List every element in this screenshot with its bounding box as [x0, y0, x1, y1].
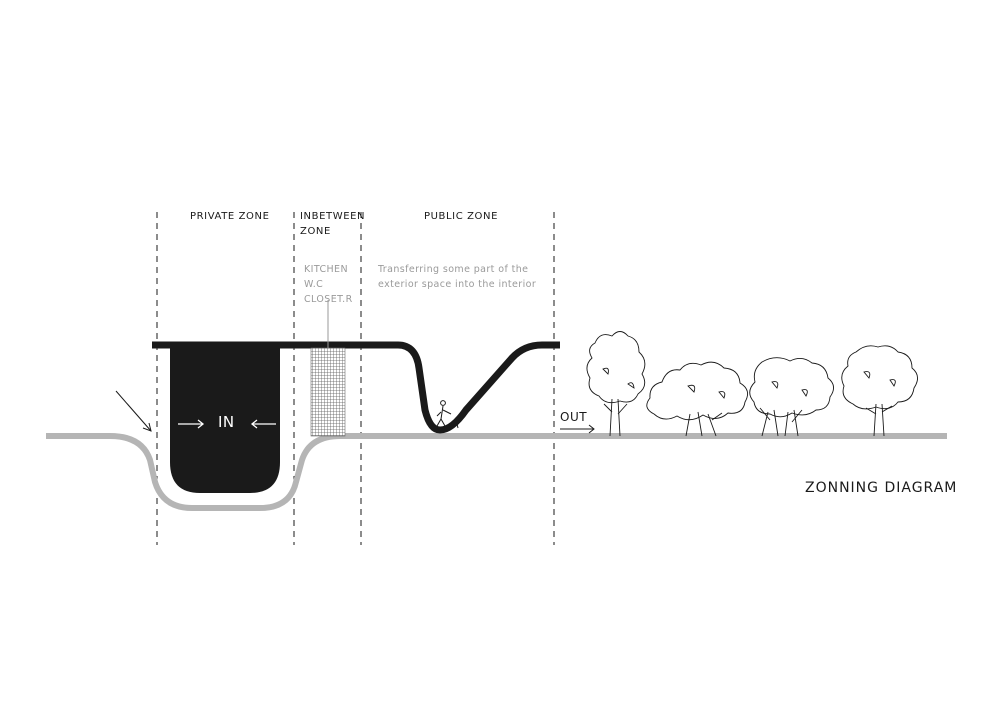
tree-icon-3	[749, 357, 834, 437]
private-mass	[170, 345, 280, 493]
roof-slab	[152, 341, 560, 434]
out-arrow	[560, 424, 595, 434]
public-note-line2: exterior space into the interior	[378, 279, 537, 290]
in-arrows	[178, 419, 276, 429]
private-zone-label: PRIVATE ZONE	[190, 211, 270, 222]
public-zone-label: PUBLIC ZONE	[424, 211, 499, 222]
dog-icon	[451, 420, 461, 429]
inbetween-zone-label-line1: INBETWEEN	[300, 211, 366, 222]
ground-line	[46, 433, 947, 511]
diagram-title: ZONNING DIAGRAM	[805, 480, 958, 496]
entry-arrow	[115, 390, 152, 432]
inbetween-zone-label-line2: ZONE	[300, 226, 331, 237]
inbetween-block	[310, 347, 346, 437]
room-label-closet: CLOSET.R	[304, 294, 353, 305]
room-label-kitchen: KITCHEN	[304, 264, 348, 275]
person-icon	[436, 400, 452, 427]
tree-icon-1	[586, 331, 646, 437]
tree-icon-4	[841, 345, 918, 437]
public-note-line1: Transferring some part of the	[378, 264, 529, 275]
in-label: IN	[218, 413, 235, 431]
room-label-wc: W.C	[304, 279, 324, 290]
out-label: OUT	[560, 410, 588, 424]
tree-icon-2	[646, 361, 749, 437]
